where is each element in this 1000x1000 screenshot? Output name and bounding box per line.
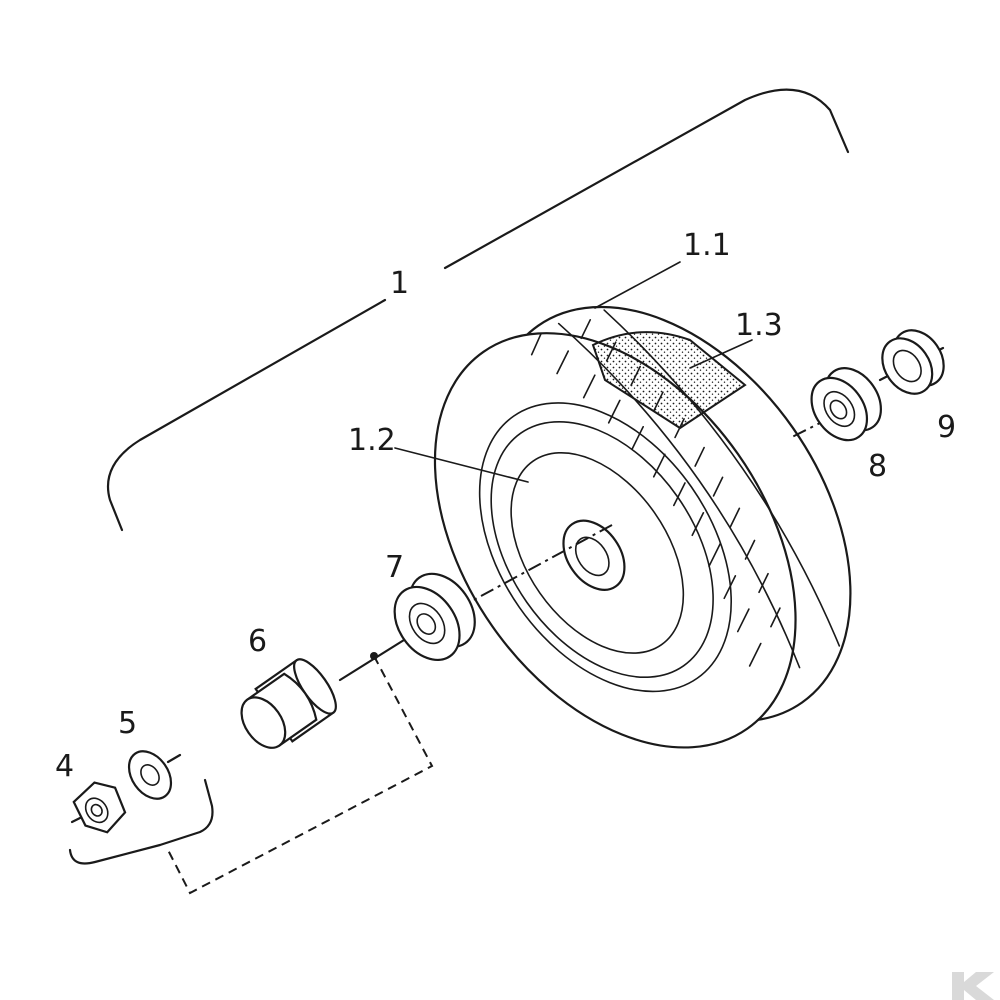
dashed-link xyxy=(167,655,434,895)
spacer xyxy=(881,329,945,395)
leader-tyre xyxy=(594,261,681,309)
label-rim: 1.2 xyxy=(348,423,396,458)
label-tread-section: 1.3 xyxy=(735,308,783,343)
cap xyxy=(240,658,337,749)
rim xyxy=(478,402,733,693)
label-tyre: 1.1 xyxy=(683,228,731,263)
washer xyxy=(127,750,173,800)
label-assembly: 1 xyxy=(390,266,409,301)
watermark-logo xyxy=(952,972,994,1000)
label-bearing-rear: 8 xyxy=(868,449,887,484)
hardware-bracket xyxy=(68,778,214,865)
bearing-rear xyxy=(810,367,882,442)
axle-line xyxy=(338,638,406,682)
leader-tread-section xyxy=(689,339,753,369)
label-washer: 5 xyxy=(118,706,137,741)
hub xyxy=(562,519,626,591)
assembly-bracket xyxy=(106,88,850,532)
nut-axis xyxy=(70,816,82,824)
label-spacer: 9 xyxy=(937,410,956,445)
nut xyxy=(72,781,127,834)
label-cap: 6 xyxy=(248,624,267,659)
label-nut: 4 xyxy=(55,749,74,784)
washer-axis xyxy=(166,753,182,764)
tread-section-cutaway xyxy=(591,331,747,430)
label-bearing-front: 7 xyxy=(385,550,404,585)
wheel xyxy=(433,305,852,749)
leader-rim xyxy=(394,447,529,483)
bearing-front xyxy=(393,572,476,662)
